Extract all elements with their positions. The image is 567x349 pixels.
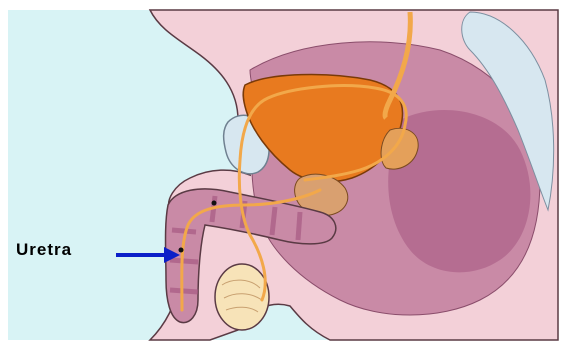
urethra-marker-2 xyxy=(179,248,184,253)
testis xyxy=(215,264,269,330)
urethra-marker-1 xyxy=(212,201,217,206)
urethra-label: Uretra xyxy=(16,240,72,260)
